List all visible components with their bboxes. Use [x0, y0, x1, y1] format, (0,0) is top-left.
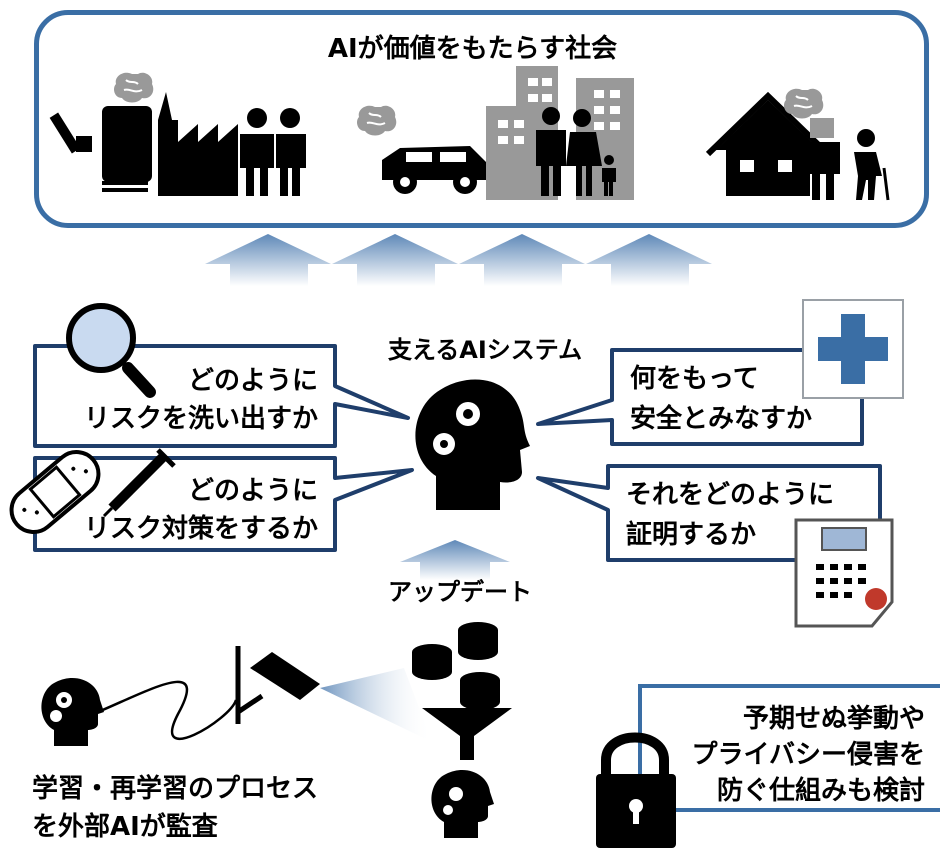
bubble-left-bottom-line2: リスク対策をするか — [83, 514, 318, 544]
filtered-ai-head-icon — [431, 770, 494, 838]
factory-icon — [158, 92, 238, 196]
camera-beam — [320, 668, 432, 742]
bubble-right-top-line1: 何をもって — [630, 364, 759, 394]
lock-box-line3: 防ぐ仕組みも検討 — [716, 776, 925, 806]
bubble-left-bottom-line1: どのように — [187, 476, 318, 506]
ai-head-icon — [415, 379, 530, 510]
car-icon — [382, 146, 486, 194]
magnifier-icon — [66, 303, 156, 398]
audit-text-line1: 学習・再学習のプロセス — [32, 774, 319, 804]
elderly-person-icon — [854, 129, 890, 201]
robot-arm-icon — [49, 112, 92, 154]
funnel-icon — [422, 708, 512, 760]
camera-icon — [235, 646, 320, 724]
society-title: AIが価値をもたらす社会 — [327, 34, 618, 64]
bubble-right-bottom-line2: 証明するか — [626, 520, 757, 550]
syringe-icon — [102, 448, 176, 518]
medical-cross-icon — [802, 299, 904, 399]
update-arrow — [400, 540, 510, 580]
bubble-right-top-line2: 安全とみなすか — [630, 404, 813, 434]
bandage-icon — [9, 450, 101, 534]
support-ai-title: 支えるAIシステム — [388, 336, 583, 364]
small-ai-head-icon — [41, 678, 104, 746]
update-label: アップデート — [388, 578, 532, 606]
robot-icon — [102, 106, 152, 192]
bubble-right-bottom-line1: それをどのように — [626, 480, 835, 510]
caretaker-robot-icon — [806, 118, 840, 200]
bubble-left-top-line2: リスクを洗い出すか — [83, 404, 318, 434]
family-icon — [536, 107, 616, 196]
brain-icon — [784, 88, 824, 119]
database-icon — [412, 622, 500, 710]
audit-text-line2: を外部AIが監査 — [32, 812, 218, 842]
cable-line — [97, 680, 238, 740]
lock-box — [638, 684, 940, 812]
people-icon — [240, 108, 306, 196]
brain-icon — [357, 105, 397, 136]
bubble-left-bottom — [33, 456, 414, 552]
lock-icon — [596, 732, 676, 848]
certificate-icon — [794, 518, 894, 628]
bubble-left-top-line1: どのように — [187, 366, 318, 396]
house-icon — [705, 91, 831, 196]
lock-box-line1: 予期せぬ挙動や — [742, 704, 925, 734]
brain-icon — [114, 72, 154, 103]
upward-arrows — [205, 234, 712, 286]
lock-box-line2: プライバシー侵害を — [691, 740, 925, 770]
